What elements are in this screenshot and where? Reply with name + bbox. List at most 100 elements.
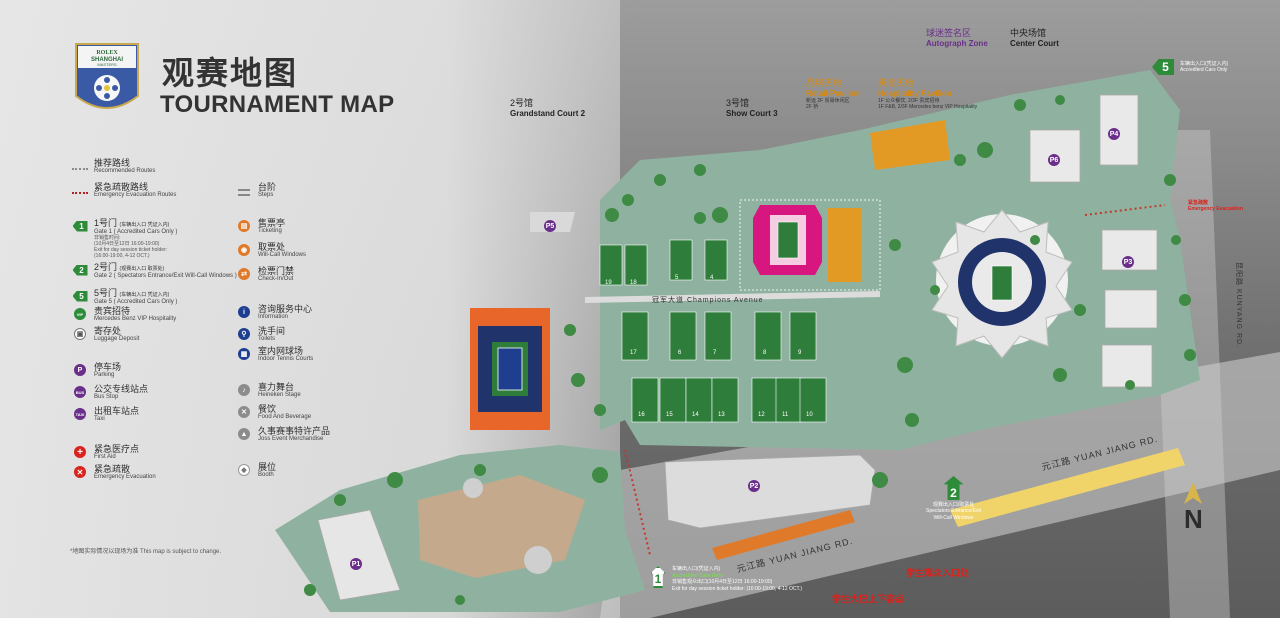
parking-marker-p3: P3	[1122, 256, 1134, 268]
court-number-4: 4	[710, 275, 714, 281]
road-yuanjiang	[600, 352, 1280, 618]
vip-icon: VIP	[74, 308, 86, 320]
student-bus-label: 学生大巴上下客点	[832, 594, 905, 604]
retail-pavilion	[828, 208, 862, 282]
trees	[304, 95, 1196, 605]
parking-marker-p5: P5	[544, 220, 556, 232]
bus-lane-orange	[712, 510, 855, 560]
toilet-icon: ⚲	[238, 328, 250, 340]
hospitality-pavilion	[870, 120, 950, 170]
parking-marker-p2: P2	[748, 480, 760, 492]
court-number-15: 15	[666, 412, 673, 418]
champions-avenue	[584, 291, 881, 303]
parking-p2	[664, 454, 876, 529]
svg-text:ROLEX: ROLEX	[96, 50, 118, 56]
parking-p3	[1101, 229, 1158, 388]
gate-5-sign: 5 车辆出入口(凭证入内)Accredited Cars Only	[1152, 59, 1228, 75]
route-line-icon	[72, 168, 88, 170]
will-call-icon: ◉	[238, 244, 250, 256]
kunyang-road-label: 昆阳路 KUNYANG RD.	[1235, 261, 1243, 349]
court-number-8: 8	[763, 350, 767, 356]
grandstand-court-2	[470, 308, 550, 430]
court-number-6: 6	[678, 350, 682, 356]
title-chinese: 观赛地图	[162, 55, 299, 91]
court-number-13: 13	[718, 412, 725, 418]
court-number-19: 19	[605, 280, 612, 286]
court-number-12: 12	[758, 412, 765, 418]
stage-icon: ♪	[238, 384, 250, 396]
parking-icon: P	[74, 364, 86, 376]
student-gate-label: 学生观众入口处	[906, 568, 970, 578]
check-in-icon: ⇄	[238, 268, 250, 280]
ticket-icon: ▤	[238, 220, 250, 232]
court-number-16: 16	[638, 412, 645, 418]
evacuation-route-icon	[72, 192, 88, 194]
court-number-11: 11	[782, 412, 789, 418]
legend-gate-5: 5 5号门 (车辆出入口 凭证入内) Gate 5 ( Accredited C…	[72, 288, 177, 305]
taxi-icon: TAXI	[74, 408, 86, 420]
food-icon: ✕	[238, 406, 250, 418]
steps-icon	[238, 188, 250, 196]
rolex-shanghai-masters-logo: ROLEX SHANGHAI MASTERS	[74, 42, 140, 118]
show-court-3	[753, 205, 822, 275]
gate-1-icon: 1	[72, 220, 88, 232]
court-number-7: 7	[713, 350, 717, 356]
parking-marker-p4: P4	[1108, 128, 1120, 140]
info-icon: i	[238, 306, 250, 318]
legend-gate-2: 2 2号门 (观赛出入口 取票处) Gate 2 ( Spectators En…	[72, 262, 237, 279]
court-number-10: 10	[806, 412, 813, 418]
title-english: TOURNAMENT MAP	[160, 91, 395, 118]
svg-text:MASTERS: MASTERS	[97, 62, 117, 67]
north-arrow-icon	[1184, 482, 1203, 504]
bus-icon: BUS	[74, 386, 86, 398]
gate-1-sign: 1 车辆出入口(凭证入内)Accredited Cars Only 非销售观众出…	[650, 566, 802, 592]
booth-icon: ◆	[238, 464, 250, 476]
svg-text:SHANGHAI: SHANGHAI	[91, 57, 123, 63]
court-number-18: 18	[630, 280, 637, 286]
court-number-14: 14	[692, 412, 699, 418]
evacuation-icon: ✕	[74, 466, 86, 478]
court-number-9: 9	[798, 350, 802, 356]
first-aid-icon: +	[74, 446, 86, 458]
luggage-icon: ▣	[74, 328, 86, 340]
court-number-17: 17	[630, 350, 637, 356]
parking-marker-p6: P6	[1048, 154, 1060, 166]
outer-courts	[599, 239, 827, 423]
court-number-5: 5	[675, 275, 679, 281]
gate-2-arrow-icon: 2	[943, 476, 964, 500]
parking-p1	[317, 509, 401, 601]
gate-1-arrow-icon: 1	[650, 566, 666, 588]
parking-marker-p1: P1	[350, 558, 362, 570]
center-court	[931, 209, 1073, 359]
champions-avenue-label: 冠军大道 Champions Avenue	[652, 297, 764, 304]
gate-2-icon: 2	[72, 264, 88, 276]
gate-5-icon: 5	[72, 290, 88, 302]
map-disclaimer: *地图实际情况以现场为准 This map is subject to chan…	[70, 549, 222, 555]
